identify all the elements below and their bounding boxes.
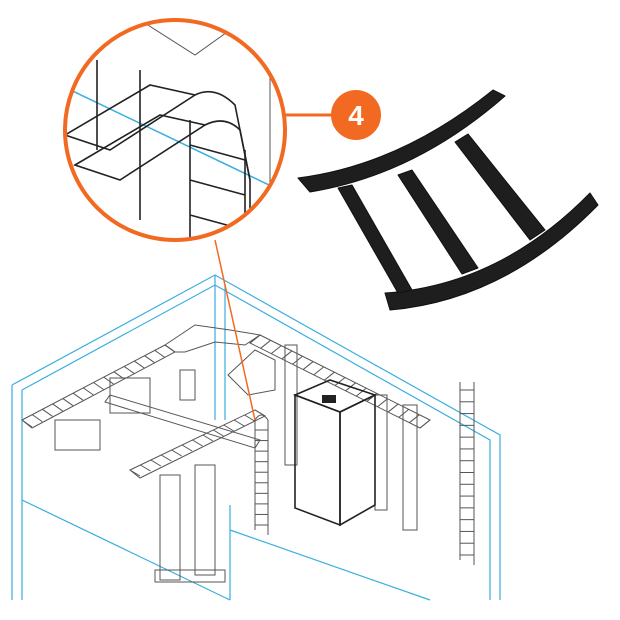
curved-ladder-rack-product — [297, 89, 599, 311]
tray-rung — [233, 419, 245, 427]
tray-rung — [270, 345, 282, 355]
tray-rung — [387, 403, 399, 413]
server-cabinet — [292, 379, 378, 527]
tray-rung — [103, 376, 115, 385]
tray-rung — [302, 361, 314, 370]
tray-rung — [140, 464, 151, 472]
callout-number: 4 — [348, 100, 364, 131]
tray-rung — [154, 349, 166, 358]
callout-leader-line — [214, 239, 256, 421]
tray-rung — [62, 398, 74, 406]
tray-rung — [249, 334, 261, 344]
tray-rung — [31, 414, 43, 423]
tray-rung — [93, 382, 104, 390]
tray-rung — [244, 414, 255, 422]
tray-rung — [409, 414, 420, 424]
tray-rung — [213, 429, 224, 437]
tray-rung — [123, 366, 135, 374]
room-outline — [11, 274, 501, 601]
vertical-ladder-right — [459, 382, 475, 565]
tray-rung — [134, 360, 145, 369]
tray-rung — [260, 339, 271, 349]
detail-magnifier — [63, 18, 287, 242]
tray-rung — [160, 454, 172, 462]
tray-rung — [334, 377, 346, 386]
tray-rung — [42, 408, 53, 417]
tray-rung — [181, 444, 193, 452]
tray-rung — [355, 387, 367, 397]
tray-rung — [52, 403, 63, 412]
tray-rung — [377, 398, 388, 408]
callout-badge: 4 — [331, 90, 381, 140]
cable-tray-system — [21, 324, 475, 583]
tray-rung — [419, 419, 431, 429]
tray-rung — [21, 419, 33, 428]
tray-rung — [281, 350, 293, 360]
tray-rung — [192, 439, 203, 447]
tray-rung — [171, 449, 182, 457]
tray-rung — [313, 366, 325, 376]
tray-rung — [223, 424, 235, 432]
tray-rung — [202, 434, 214, 442]
tray-rung — [82, 387, 94, 396]
tray-rung — [144, 355, 155, 364]
tray-rung — [150, 459, 162, 467]
tray-rung — [129, 469, 141, 477]
tray-rung — [72, 392, 84, 401]
tray-rung — [398, 408, 410, 418]
vertical-ladder-left — [254, 414, 269, 535]
tray-rung — [324, 371, 335, 381]
tray-rung — [164, 344, 176, 353]
